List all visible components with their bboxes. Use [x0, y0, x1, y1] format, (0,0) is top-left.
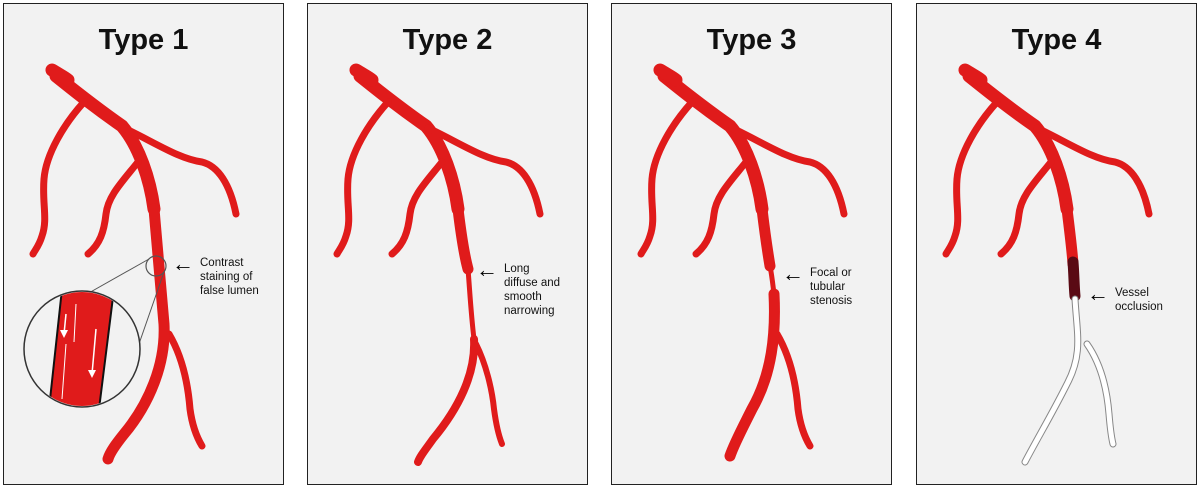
panel-type-2: Type 2 ← Long diffuse and smooth narrowi… — [307, 3, 588, 485]
zoom-marker-icon — [145, 255, 167, 277]
annotation-text: Vessel occlusion — [1115, 287, 1163, 313]
panel-title: Type 1 — [98, 24, 189, 56]
vessel-illustration — [612, 4, 892, 462]
panel-title: Type 3 — [706, 24, 797, 56]
panel-title: Type 4 — [1011, 24, 1102, 56]
arrow-left-icon: ← — [476, 257, 498, 282]
panel-type-3: Type 3 ← Focal or tubular stenosis — [611, 3, 892, 485]
arrow-left-icon: ← — [1087, 281, 1109, 306]
arrow-left-icon: ← — [172, 251, 194, 276]
vessel-illustration — [23, 4, 284, 465]
annotation-text: Contrast staining of false lumen — [200, 257, 259, 297]
annotation: ← Focal or tubular stenosis — [782, 261, 853, 308]
annotation-text: Long diffuse and smooth narrowing — [504, 263, 561, 317]
annotation: ← Vessel occlusion — [1087, 281, 1163, 314]
annotation-text: Focal or tubular stenosis — [810, 267, 853, 307]
vessel-illustration — [917, 4, 1197, 466]
annotation: ← Contrast staining of false lumen — [172, 251, 259, 298]
vessel-illustration — [308, 4, 588, 466]
annotation: ← Long diffuse and smooth narrowing — [476, 257, 561, 318]
panel-type-4: Type 4 ← Vessel occlusion — [916, 3, 1197, 485]
panel-title: Type 2 — [402, 24, 493, 56]
arrow-left-icon: ← — [782, 261, 804, 286]
occlusion-segment — [1067, 256, 1081, 302]
panel-type-1: Type 1 ← Contrast staining of false lume… — [3, 3, 284, 485]
